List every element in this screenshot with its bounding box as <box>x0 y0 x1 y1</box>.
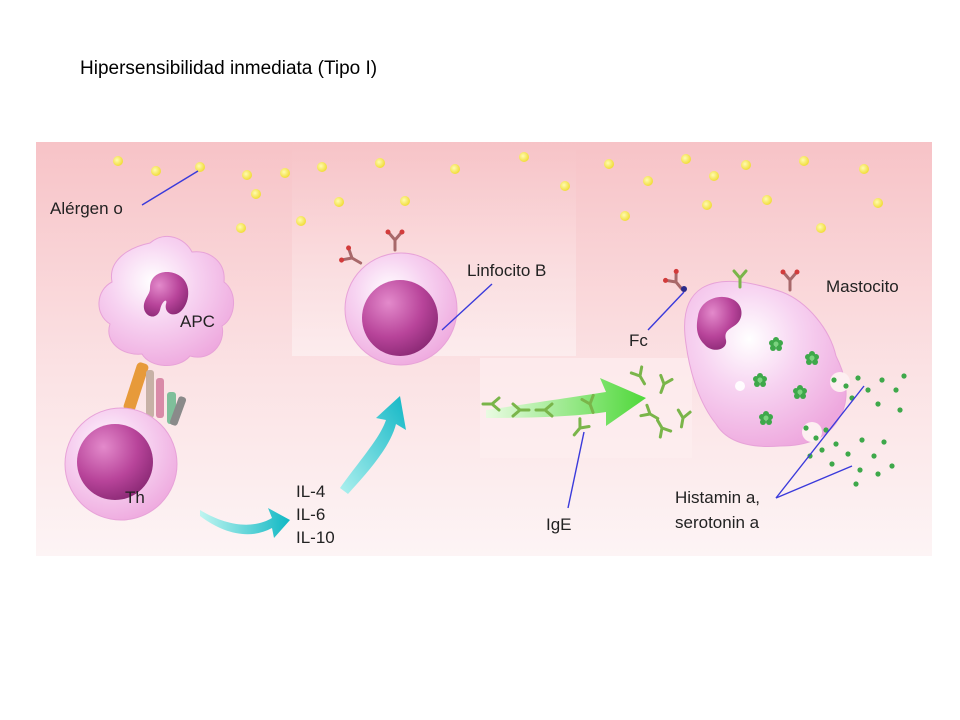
th-cell <box>64 407 178 521</box>
pointer-mediators-2 <box>775 465 853 499</box>
label-mediators-line1: Histamin a, <box>675 488 760 507</box>
pointer-lymphocyte-b <box>441 283 493 331</box>
released-mediators <box>803 373 907 487</box>
label-lymphocyte-b: Linfocito B <box>467 261 546 280</box>
pointer-allergen <box>141 170 199 206</box>
pointer-mediators-1 <box>775 385 865 499</box>
apc-cell <box>98 235 234 366</box>
label-th: Th <box>125 488 145 507</box>
label-mediators-line2: serotonin a <box>675 513 760 532</box>
label-il6: IL-6 <box>296 505 325 524</box>
receptor-complex <box>123 362 187 426</box>
label-fc: Fc <box>629 331 648 350</box>
label-il10: IL-10 <box>296 528 335 547</box>
arrow-cytokines-to-b-cell <box>340 396 406 494</box>
label-mast-cell: Mastocito <box>826 277 899 296</box>
pointer-ige <box>567 431 585 509</box>
label-il4: IL-4 <box>296 482 325 501</box>
arrow-th-to-cytokines <box>200 508 290 538</box>
label-ige: IgE <box>546 515 572 534</box>
pointer-fc <box>647 291 685 331</box>
slide-title: Hipersensibilidad inmediata (Tipo I) <box>80 58 378 79</box>
mast-cell <box>660 266 850 447</box>
allergen-particles <box>113 152 883 233</box>
label-apc: APC <box>180 312 215 331</box>
label-allergen: Alérgen o <box>50 199 123 218</box>
b-lymphocyte-cell <box>336 228 458 366</box>
arrow-b-cell-to-ige <box>486 378 646 426</box>
